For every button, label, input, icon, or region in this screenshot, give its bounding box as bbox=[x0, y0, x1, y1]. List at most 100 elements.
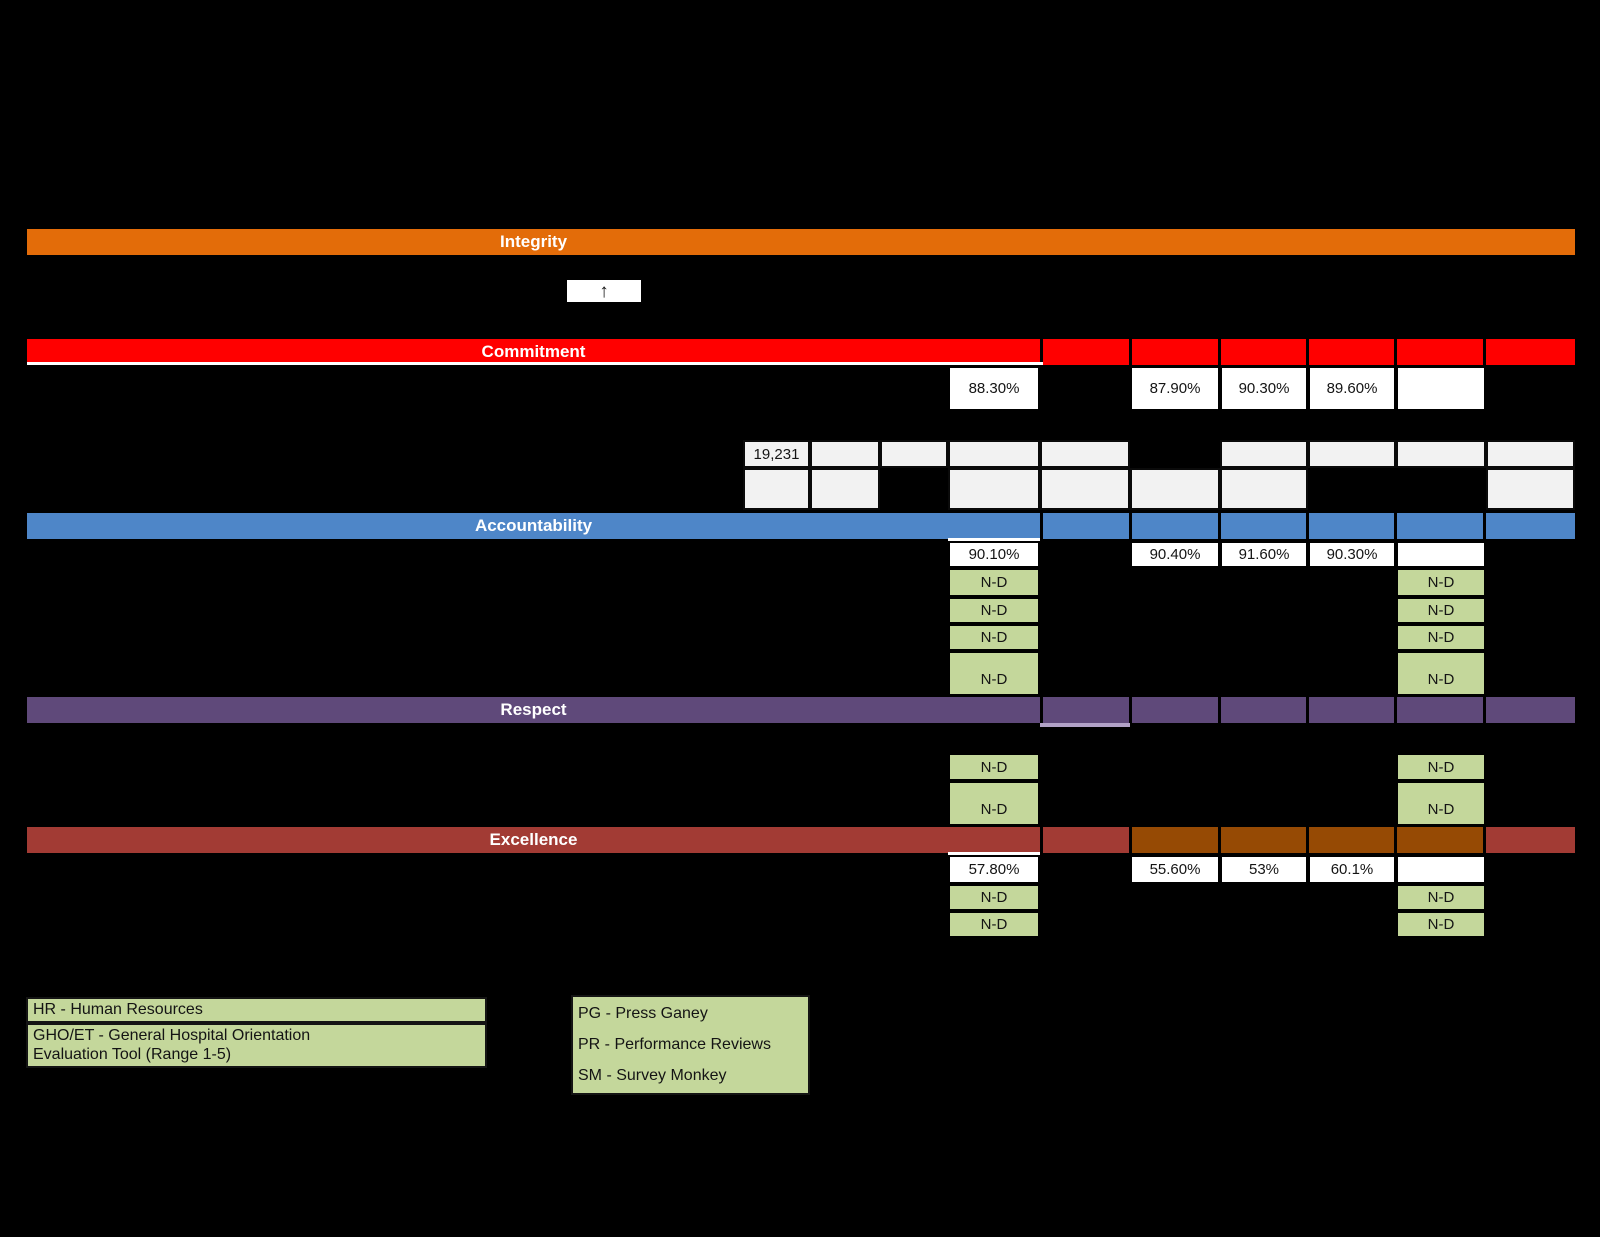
accountability-section-bar[interactable]: Accountability bbox=[27, 513, 1575, 539]
empty-cell[interactable] bbox=[1486, 440, 1575, 468]
nd-cell[interactable]: N-D bbox=[1396, 624, 1486, 651]
accountability-bar-seg bbox=[1132, 513, 1218, 539]
up-arrow-cell[interactable]: ↑ bbox=[565, 278, 643, 304]
excellence-bar-seg bbox=[1221, 827, 1306, 853]
commitment-value-cell-1[interactable]: 88.30% bbox=[948, 366, 1040, 411]
nd-value: N-D bbox=[1427, 602, 1455, 619]
excellence-section-bar[interactable]: Excellence bbox=[27, 827, 1575, 853]
excellence-value-cell-5-empty[interactable] bbox=[1396, 855, 1486, 884]
empty-cell[interactable] bbox=[1130, 468, 1220, 510]
count-cell[interactable]: 19,231 bbox=[743, 440, 810, 468]
excellence-value-cell-1[interactable]: 57.80% bbox=[948, 855, 1040, 884]
integrity-section-bar[interactable]: Integrity bbox=[27, 229, 1575, 255]
empty-cell[interactable] bbox=[1396, 440, 1486, 468]
empty-cell[interactable] bbox=[810, 440, 880, 468]
nd-cell[interactable]: N-D bbox=[1396, 781, 1486, 826]
legend-sources-box[interactable]: PG - Press Ganey PR - Performance Review… bbox=[571, 995, 810, 1095]
nd-value: N-D bbox=[980, 574, 1008, 591]
nd-cell[interactable]: N-D bbox=[948, 753, 1040, 781]
accountability-bar-fill bbox=[27, 513, 1040, 539]
commitment-value-cell-2[interactable]: 87.90% bbox=[1130, 366, 1220, 411]
nd-value: N-D bbox=[1427, 574, 1455, 591]
nd-cell[interactable]: N-D bbox=[1396, 884, 1486, 911]
accountability-value-3: 91.60% bbox=[1238, 546, 1290, 563]
commitment-label: Commitment bbox=[481, 342, 586, 361]
excellence-bar-seg bbox=[1043, 827, 1129, 853]
nd-cell[interactable]: N-D bbox=[948, 568, 1040, 597]
nd-cell[interactable]: N-D bbox=[1396, 753, 1486, 781]
nd-cell[interactable]: N-D bbox=[1396, 651, 1486, 696]
nd-value: N-D bbox=[1427, 916, 1455, 933]
nd-cell[interactable]: N-D bbox=[948, 597, 1040, 624]
commitment-bar-seg bbox=[1486, 339, 1575, 365]
respect-bar-seg bbox=[1309, 697, 1394, 723]
excellence-bar-seg bbox=[1309, 827, 1394, 853]
empty-cell[interactable] bbox=[948, 468, 1040, 510]
accountability-value-cell-2[interactable]: 90.40% bbox=[1130, 541, 1220, 568]
respect-bar-fill bbox=[27, 697, 1040, 723]
nd-value: N-D bbox=[980, 671, 1008, 688]
accountability-underline bbox=[948, 538, 1040, 541]
respect-accent-strip bbox=[1040, 723, 1130, 727]
empty-cell[interactable] bbox=[1220, 468, 1308, 510]
legend-pr-text: PR - Performance Reviews bbox=[578, 1036, 771, 1053]
respect-bar-seg bbox=[1132, 697, 1218, 723]
legend-hr-text: HR - Human Resources bbox=[33, 1001, 203, 1018]
accountability-value-4: 90.30% bbox=[1326, 546, 1378, 563]
nd-value: N-D bbox=[980, 758, 1008, 776]
nd-cell[interactable]: N-D bbox=[948, 624, 1040, 651]
commitment-section-bar[interactable]: Commitment bbox=[27, 339, 1575, 365]
empty-cell[interactable] bbox=[1040, 440, 1130, 468]
legend-gho-text-line1: GHO/ET - General Hospital Orientation bbox=[33, 1027, 311, 1045]
integrity-label: Integrity bbox=[499, 232, 568, 251]
empty-cell[interactable] bbox=[948, 440, 1040, 468]
commitment-value-cell-3[interactable]: 90.30% bbox=[1220, 366, 1308, 411]
accountability-value-cell-4[interactable]: 90.30% bbox=[1308, 541, 1396, 568]
empty-cell[interactable] bbox=[880, 440, 948, 468]
legend-gho-text-line2: Evaluation Tool (Range 1-5) bbox=[33, 1045, 232, 1063]
empty-cell[interactable] bbox=[1308, 440, 1396, 468]
nd-value: N-D bbox=[980, 602, 1008, 619]
commitment-value-4: 89.60% bbox=[1326, 380, 1378, 397]
excellence-bar-seg bbox=[1397, 827, 1483, 853]
commitment-bar-seg bbox=[1043, 339, 1129, 365]
accountability-value-cell-1[interactable]: 90.10% bbox=[948, 541, 1040, 568]
empty-cell[interactable] bbox=[1486, 468, 1575, 510]
excellence-value-cell-3[interactable]: 53% bbox=[1220, 855, 1308, 884]
excellence-value-4: 60.1% bbox=[1330, 861, 1374, 878]
empty-cell[interactable] bbox=[1040, 468, 1130, 510]
empty-cell[interactable] bbox=[1220, 440, 1308, 468]
excellence-bar-fill bbox=[27, 827, 1040, 853]
nd-cell[interactable]: N-D bbox=[948, 781, 1040, 826]
nd-value: N-D bbox=[980, 916, 1008, 933]
nd-cell[interactable]: N-D bbox=[948, 911, 1040, 938]
nd-cell[interactable]: N-D bbox=[1396, 568, 1486, 597]
nd-value: N-D bbox=[1427, 801, 1455, 818]
excellence-value-cell-4[interactable]: 60.1% bbox=[1308, 855, 1396, 884]
excellence-value-cell-2[interactable]: 55.60% bbox=[1130, 855, 1220, 884]
nd-value: N-D bbox=[1427, 889, 1455, 906]
empty-cell[interactable] bbox=[743, 468, 810, 510]
accountability-value-cell-3[interactable]: 91.60% bbox=[1220, 541, 1308, 568]
respect-label: Respect bbox=[500, 700, 567, 719]
respect-section-bar[interactable]: Respect bbox=[27, 697, 1575, 723]
nd-value: N-D bbox=[1427, 629, 1455, 646]
nd-value: N-D bbox=[980, 889, 1008, 906]
nd-cell[interactable]: N-D bbox=[948, 884, 1040, 911]
legend-gho-box[interactable]: GHO/ET - General Hospital Orientation Ev… bbox=[26, 1023, 487, 1068]
legend-hr-box[interactable]: HR - Human Resources bbox=[26, 997, 487, 1023]
nd-cell[interactable]: N-D bbox=[948, 651, 1040, 696]
excellence-value-2: 55.60% bbox=[1149, 861, 1201, 878]
commitment-value-cell-4[interactable]: 89.60% bbox=[1308, 366, 1396, 411]
nd-cell[interactable]: N-D bbox=[1396, 597, 1486, 624]
excellence-label: Excellence bbox=[489, 830, 578, 849]
accountability-bar-seg bbox=[1309, 513, 1394, 539]
nd-cell[interactable]: N-D bbox=[1396, 911, 1486, 938]
accountability-value-cell-5-empty[interactable] bbox=[1396, 541, 1486, 568]
legend-pg-text: PG - Press Ganey bbox=[578, 1005, 708, 1022]
respect-bar-seg bbox=[1221, 697, 1306, 723]
empty-cell[interactable] bbox=[810, 468, 880, 510]
nd-value: N-D bbox=[980, 801, 1008, 818]
commitment-value-cell-5-empty[interactable] bbox=[1396, 366, 1486, 411]
excellence-value-3: 53% bbox=[1248, 861, 1280, 878]
